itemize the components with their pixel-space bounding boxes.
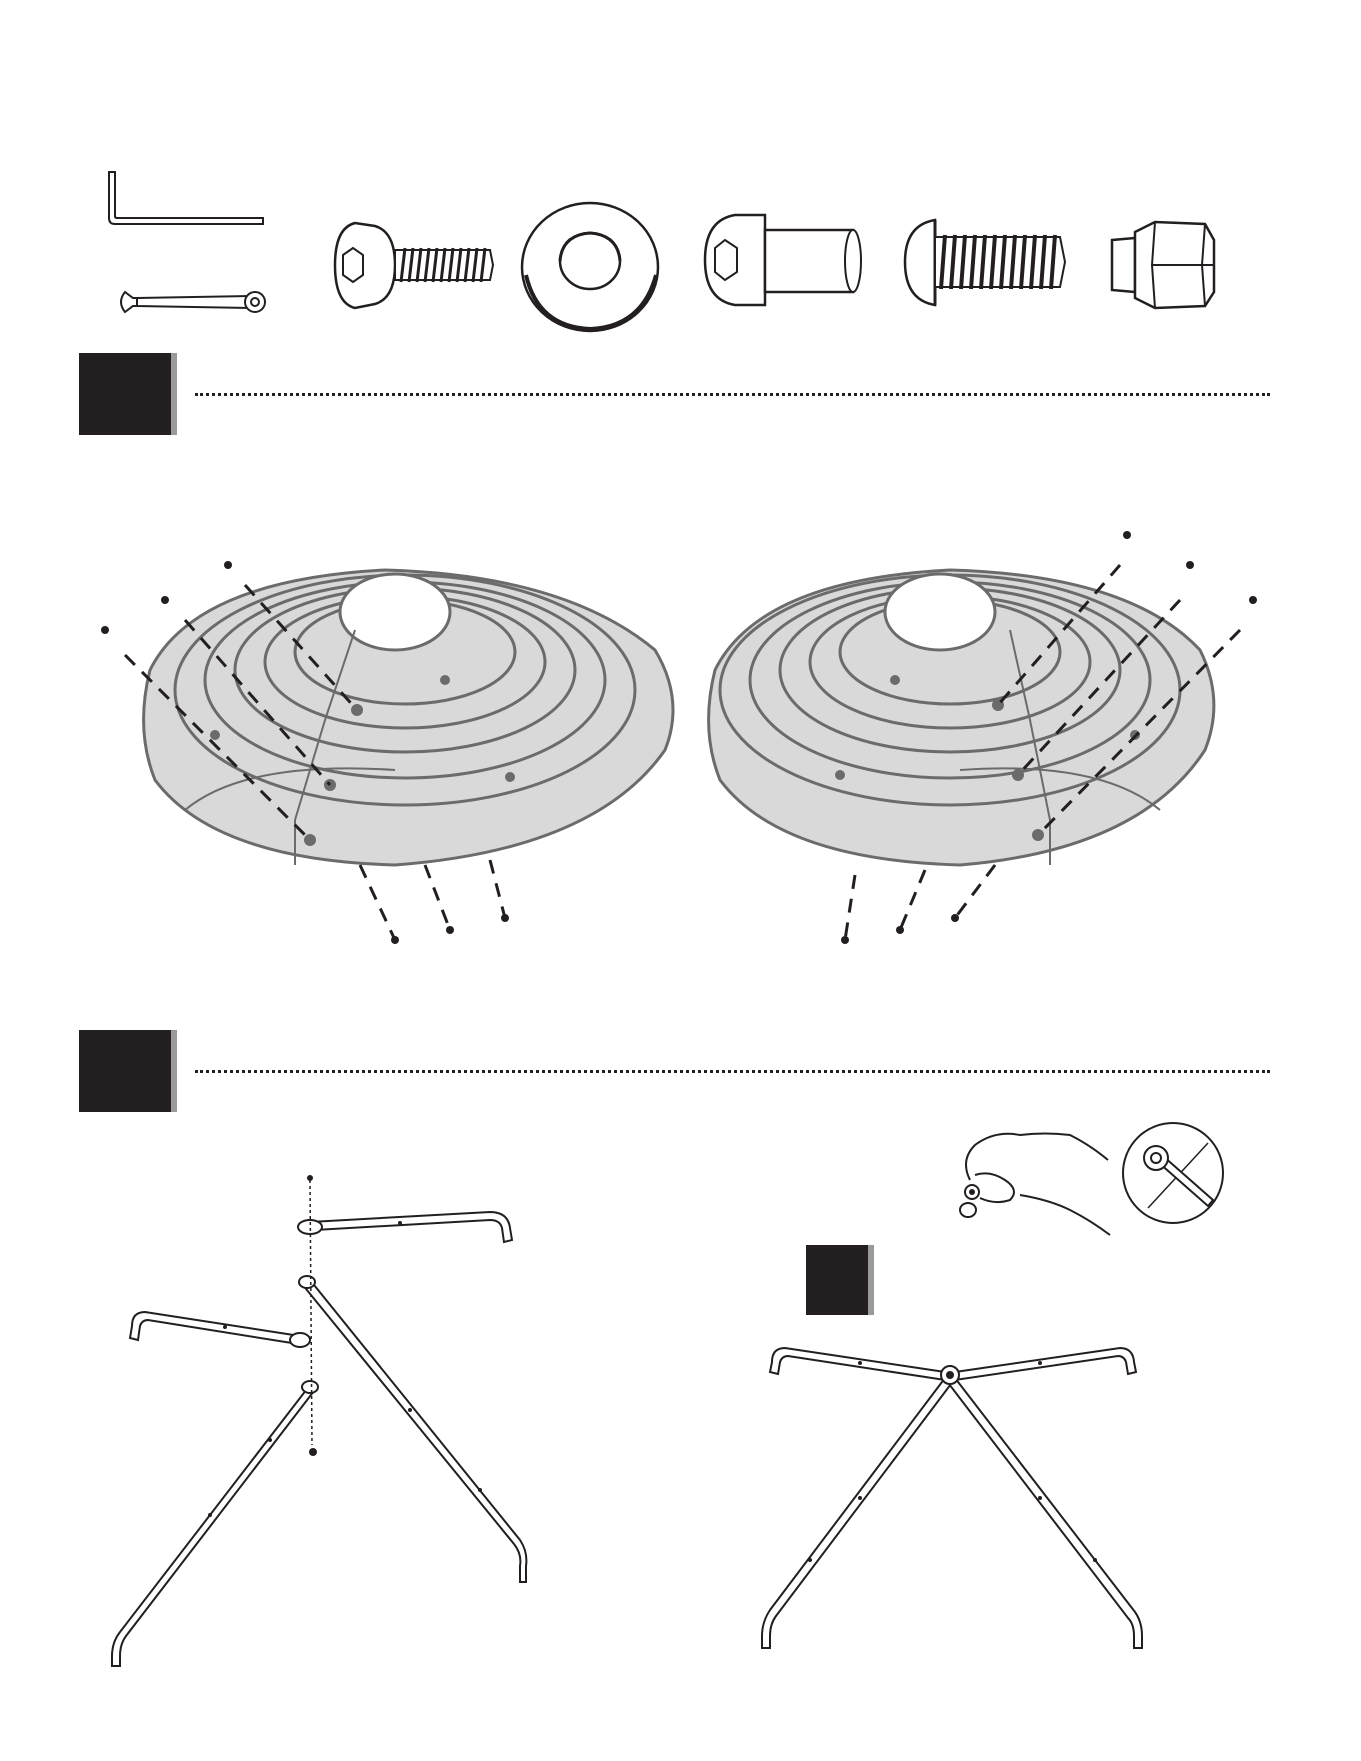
- right-shell-half: [680, 520, 1270, 960]
- step-2-badge: [79, 1030, 171, 1112]
- step-1-number: [79, 353, 171, 435]
- step-3-badge: [806, 1245, 868, 1315]
- lock-nut-icon: [1110, 220, 1215, 310]
- step-2-divider: [195, 1070, 1270, 1073]
- step-3-number: [806, 1245, 868, 1315]
- hex-key-icon: [105, 170, 265, 230]
- barrel-nut-icon: [705, 210, 865, 310]
- hand-holding-nut-icon: [950, 1120, 1115, 1240]
- short-bolt-icon: [905, 215, 1070, 310]
- left-shell-half: [95, 520, 685, 960]
- washer-icon: [518, 195, 663, 335]
- step-1-divider: [195, 393, 1270, 396]
- long-bolt-icon: [335, 218, 495, 313]
- step-2-number: [79, 1030, 171, 1112]
- wrench-icon: [115, 287, 270, 317]
- assembled-tube-frame: [750, 1330, 1160, 1660]
- exploded-tube-frame: [100, 1170, 540, 1670]
- wrench-detail-icon: [1118, 1118, 1228, 1228]
- step-1-badge: [79, 353, 171, 435]
